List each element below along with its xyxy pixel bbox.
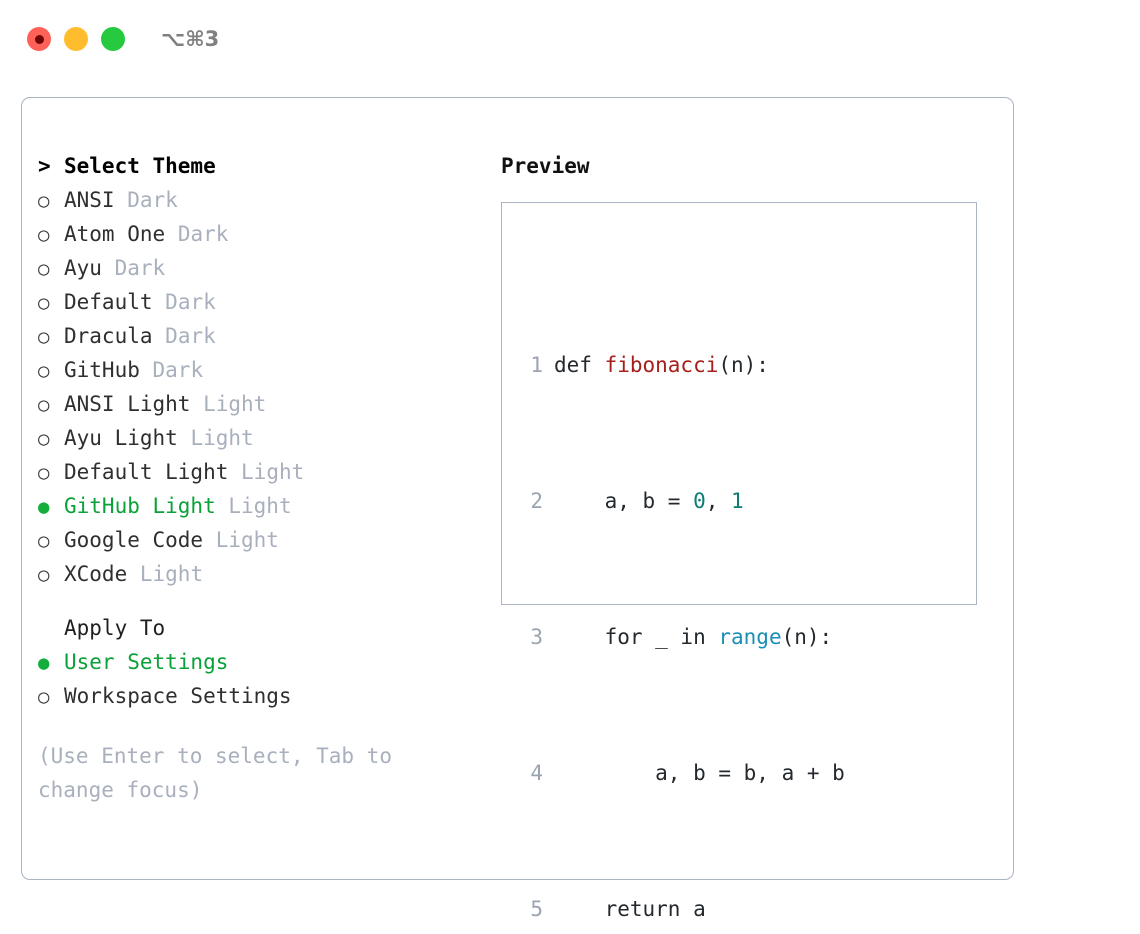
code-token: (n):	[781, 625, 833, 649]
apply-to-option-workspace-settings[interactable]: ○ Workspace Settings	[38, 679, 498, 713]
apply-to-heading: ○Apply To	[38, 611, 498, 645]
theme-list-item-dracula[interactable]: ○ Dracula Dark	[38, 319, 498, 353]
theme-name: Dracula	[64, 324, 153, 348]
prompt-caret-icon: >	[38, 154, 51, 178]
theme-variant-label: Light	[203, 392, 267, 416]
select-theme-heading: > Select Theme	[38, 149, 498, 183]
radio-unselected-icon[interactable]: ○	[38, 190, 50, 212]
theme-name: GitHub Light	[64, 494, 216, 518]
code-token: a, b = b, a + b	[554, 761, 845, 785]
radio-unselected-icon[interactable]: ○	[38, 258, 50, 280]
keyboard-hint-text: (Use Enter to select, Tab to change focu…	[38, 744, 393, 802]
traffic-light-buttons	[27, 27, 125, 51]
radio-unselected-icon[interactable]: ○	[38, 224, 50, 246]
theme-variant-label: Dark	[177, 222, 229, 246]
bullet-placeholder: ○	[38, 612, 64, 646]
radio-selected-icon[interactable]: ●	[38, 652, 50, 674]
radio-selected-icon[interactable]: ●	[38, 496, 50, 518]
theme-variant-label: Dark	[152, 358, 204, 382]
code-token: def	[554, 353, 605, 377]
theme-list-item-github-light[interactable]: ● GitHub Light Light	[38, 489, 498, 523]
theme-name: ANSI Light	[64, 392, 191, 416]
code-token: ,	[705, 489, 732, 513]
title-bar: ⌥⌘3	[0, 0, 1140, 78]
radio-unselected-icon[interactable]: ○	[38, 462, 50, 484]
apply-to-option-label: Workspace Settings	[64, 684, 292, 708]
radio-unselected-icon[interactable]: ○	[38, 686, 50, 708]
theme-variant-label: Light	[241, 460, 305, 484]
theme-name: Default	[64, 290, 153, 314]
line-number: 1	[530, 353, 543, 377]
theme-list-item-default[interactable]: ○ Default Dark	[38, 285, 498, 319]
minimize-button[interactable]	[64, 27, 88, 51]
theme-name: Ayu	[64, 256, 102, 280]
theme-variant-label: Dark	[114, 256, 166, 280]
theme-variant-label: Light	[190, 426, 254, 450]
code-line: 1 def fibonacci(n):	[521, 348, 870, 382]
theme-list-item-github[interactable]: ○ GitHub Dark	[38, 353, 498, 387]
zoom-button[interactable]	[101, 27, 125, 51]
theme-list-item-ansi[interactable]: ○ ANSI Dark	[38, 183, 498, 217]
theme-variant-label: Light	[139, 562, 204, 586]
code-token: a, b =	[554, 489, 694, 513]
code-line: 4 a, b = b, a + b	[521, 756, 870, 790]
theme-name: ANSI	[64, 188, 115, 212]
theme-variant-label: Light	[215, 528, 279, 552]
theme-variant-label: Dark	[127, 188, 178, 212]
code-line: 5 return a	[521, 892, 870, 926]
apply-to-option-user-settings[interactable]: ● User Settings	[38, 645, 498, 679]
radio-unselected-icon[interactable]: ○	[38, 530, 50, 552]
theme-list-item-atom-one[interactable]: ○ Atom One Dark	[38, 217, 498, 251]
window-title-shortcut: ⌥⌘3	[161, 27, 220, 51]
close-button[interactable]	[27, 27, 51, 51]
theme-list-item-google-code[interactable]: ○ Google Code Light	[38, 523, 498, 557]
code-line: 2 a, b = 0, 1	[521, 484, 870, 518]
radio-unselected-icon[interactable]: ○	[38, 326, 50, 348]
theme-name: Default Light	[64, 460, 229, 484]
theme-variant-label: Dark	[165, 324, 216, 348]
theme-picker-column: >Select Theme ○ANSI Dark ○Atom One Dark …	[38, 149, 498, 807]
theme-variant	[115, 183, 128, 217]
radio-unselected-icon[interactable]: ○	[38, 360, 50, 382]
theme-name: XCode	[64, 562, 128, 586]
theme-list-item-ayu[interactable]: ○ Ayu Dark	[38, 251, 498, 285]
code-token: return a	[554, 897, 706, 921]
theme-name: Google Code	[64, 528, 204, 552]
theme-list-item-ayu-light[interactable]: ○ Ayu Light Light	[38, 421, 498, 455]
select-theme-heading-label: Select Theme	[64, 154, 216, 178]
theme-variant-label: Light	[228, 494, 292, 518]
line-number: 4	[530, 761, 543, 785]
code-token-number: 1	[731, 489, 744, 513]
code-line: 3 for _ in range(n):	[521, 620, 870, 654]
section-spacer	[38, 591, 498, 611]
apply-to-option-label: User Settings	[64, 650, 229, 674]
line-number: 5	[530, 897, 543, 921]
preview-title: Preview	[501, 154, 590, 178]
code-token-function: fibonacci	[604, 353, 719, 377]
radio-unselected-icon[interactable]: ○	[38, 394, 50, 416]
code-token: for _ in	[554, 625, 719, 649]
theme-list-item-default-light[interactable]: ○ Default Light Light	[38, 455, 498, 489]
recording-indicator-icon	[34, 34, 44, 44]
apply-to-heading-label: Apply To	[64, 616, 166, 640]
code-token-number: 0	[693, 489, 706, 513]
theme-name: Atom One	[64, 222, 166, 246]
theme-list-item-xcode[interactable]: ○ XCode Light	[38, 557, 498, 591]
radio-unselected-icon[interactable]: ○	[38, 292, 50, 314]
radio-unselected-icon[interactable]: ○	[38, 564, 50, 586]
code-token-builtin: range	[718, 625, 782, 649]
theme-variant-label: Dark	[165, 290, 216, 314]
line-number: 3	[530, 625, 543, 649]
theme-name: Ayu Light	[64, 426, 178, 450]
radio-unselected-icon[interactable]: ○	[38, 428, 50, 450]
code-token: (n):	[718, 353, 769, 377]
theme-list-item-ansi-light[interactable]: ○ ANSI Light Light	[38, 387, 498, 421]
theme-name: GitHub	[64, 358, 140, 382]
main-panel: >Select Theme ○ANSI Dark ○Atom One Dark …	[21, 97, 1014, 921]
line-number: 2	[530, 489, 543, 513]
